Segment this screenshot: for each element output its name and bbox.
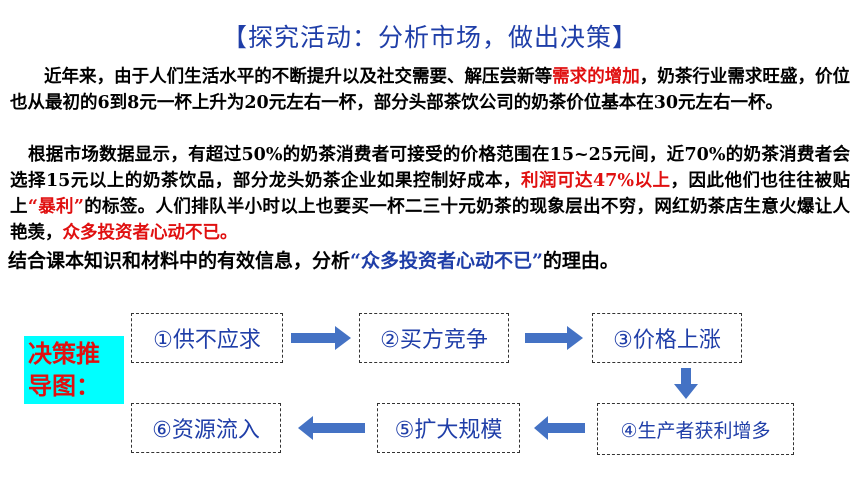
step-2-box: ②买方竞争 — [359, 313, 509, 363]
p2-text-3: 的标签。人们排队半小时以上也要买一杯二三十元奶茶的现象层出不穷，网红奶茶店生意火… — [10, 197, 851, 243]
p1-text-1: 近年来，由于人们生活水平的不断提升以及社交需要、解压尝新等 — [44, 67, 553, 87]
step-1-box: ①供不应求 — [131, 313, 283, 363]
step-4-box: ④生产者获利增多 — [597, 403, 794, 455]
activity-title: 【探究活动：分析市场，做出决策】 — [221, 23, 638, 52]
paragraph-1: 近年来，由于人们生活水平的不断提升以及社交需要、解压尝新等需求的增加，奶茶行业需… — [10, 64, 850, 116]
arrow-right-icon — [525, 326, 583, 350]
p2-text-2: ，因此他们也往往被贴上 — [10, 171, 851, 217]
p1-text-2: ，奶茶行业需求旺盛，价位也从最初的6到8元一杯上升为20元左右一杯，部分头部茶饮… — [10, 67, 851, 113]
question-prompt: 结合课本知识和材料中的有效信息，分析“众多投资者心动不已”的理由。 — [8, 246, 853, 273]
question-text-2: 的理由。 — [542, 250, 619, 272]
decision-diagram-label: 决策推导图： — [24, 336, 124, 404]
step-3-box: ③价格上涨 — [592, 313, 742, 363]
p2-highlight-profit: 利润可达47%以上 — [520, 171, 671, 191]
p2-highlight-investors: 众多投资者心动不已。 — [62, 223, 238, 243]
arrow-left-icon — [534, 416, 585, 440]
step-6-box: ⑥资源流入 — [131, 403, 281, 453]
p2-highlight-baoli: “暴利” — [27, 197, 84, 217]
arrow-down-icon — [674, 368, 698, 399]
question-quote: “众多投资者心动不已” — [350, 250, 543, 272]
arrow-left-icon — [298, 416, 365, 440]
question-text-1: 结合课本知识和材料中的有效信息，分析 — [8, 250, 351, 272]
p1-highlight-demand: 需求的增加 — [552, 67, 640, 87]
step-5-box: ⑤扩大规模 — [377, 403, 520, 453]
paragraph-2: 根据市场数据显示，有超过50%的奶茶消费者可接受的价格范围在15~25元间，近7… — [10, 142, 850, 246]
p2-text-1: 根据市场数据显示，有超过50%的奶茶消费者可接受的价格范围在15~25元间，近7… — [10, 145, 850, 191]
arrow-right-icon — [291, 326, 351, 350]
